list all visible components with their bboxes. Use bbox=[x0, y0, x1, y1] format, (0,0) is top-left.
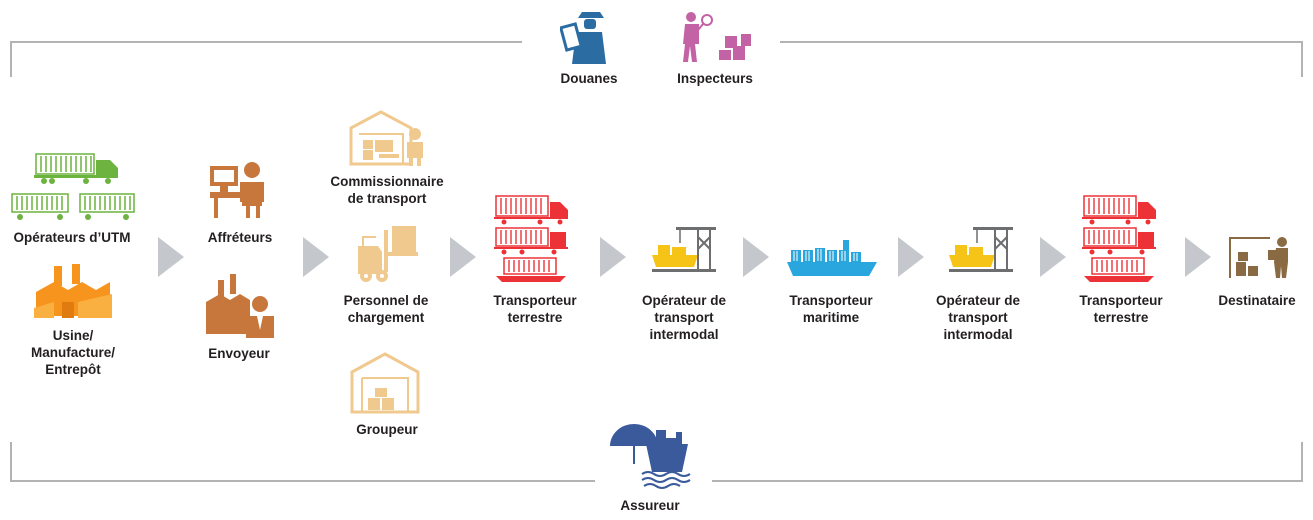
port-crane-icon bbox=[652, 227, 716, 272]
factory-icon bbox=[34, 264, 112, 318]
container-ship-icon bbox=[787, 240, 877, 276]
land-carrier-1-label: Transporteur terrestre bbox=[493, 293, 577, 325]
land-carrier-icon bbox=[1082, 195, 1156, 282]
top-frame-left-tick bbox=[10, 41, 12, 77]
inspector-icon bbox=[683, 12, 751, 62]
bottom-frame-left bbox=[10, 480, 595, 482]
inspector-label: Inspecteurs bbox=[677, 71, 753, 86]
flow-chevron-7 bbox=[1040, 237, 1066, 277]
port-crane-icon bbox=[949, 227, 1013, 272]
shipper-label: Envoyeur bbox=[208, 346, 270, 361]
charterer-label: Affréteurs bbox=[207, 230, 273, 245]
customs-label: Douanes bbox=[560, 71, 618, 86]
top-frame-right bbox=[780, 41, 1303, 43]
forklift-icon bbox=[358, 226, 418, 282]
flow-chevron-3 bbox=[450, 237, 476, 277]
utm-label: Opérateurs d’UTM bbox=[13, 230, 131, 245]
forwarder-label: Commissionnaire de transport bbox=[330, 174, 444, 206]
insurer-umbrella-ship-icon bbox=[610, 424, 691, 489]
flow-chevron-4 bbox=[600, 237, 626, 277]
ocean-carrier-label: Transporteur maritime bbox=[789, 293, 873, 325]
factory-label: Usine/ Manufacture/ Entrepôt bbox=[30, 328, 116, 377]
top-frame-right-tick bbox=[1301, 41, 1303, 77]
bottom-frame-right-tick bbox=[1301, 442, 1303, 482]
utm-truck-rail-icon bbox=[11, 153, 135, 220]
flow-chevron-5 bbox=[743, 237, 769, 277]
consolidator-label: Groupeur bbox=[356, 422, 418, 437]
customs-officer-icon bbox=[560, 12, 606, 64]
loading-label: Personnel de chargement bbox=[343, 293, 429, 325]
consignee-label: Destinataire bbox=[1218, 293, 1296, 308]
flow-chevron-8 bbox=[1185, 237, 1211, 277]
intermodal-1-label: Opérateur de transport intermodal bbox=[641, 293, 727, 342]
top-frame-left bbox=[10, 41, 522, 43]
flow-chevron-6 bbox=[898, 237, 924, 277]
bottom-frame-left-tick bbox=[10, 442, 12, 482]
bottom-frame-right bbox=[712, 480, 1303, 482]
shipper-factory-icon bbox=[206, 274, 274, 338]
warehouse-desk-icon bbox=[349, 110, 423, 166]
consignee-icon bbox=[1229, 237, 1288, 278]
warehouse-icon bbox=[350, 352, 420, 414]
intermodal-2-label: Opérateur de transport intermodal bbox=[935, 293, 1021, 342]
flow-chevron-1 bbox=[158, 237, 184, 277]
land-carrier-icon bbox=[494, 195, 568, 282]
charterer-desk-icon bbox=[210, 162, 264, 218]
land-carrier-2-label: Transporteur terrestre bbox=[1079, 293, 1163, 325]
flow-chevron-2 bbox=[303, 237, 329, 277]
insurer-label: Assureur bbox=[620, 498, 680, 513]
